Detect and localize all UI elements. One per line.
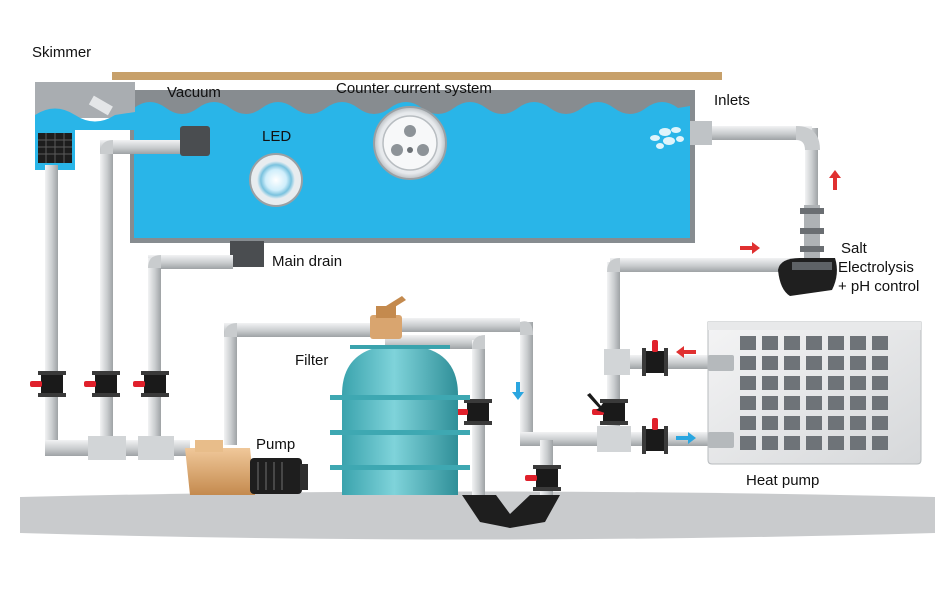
label-inlets: Inlets — [714, 92, 750, 109]
label-salt-line2: Electrolysis — [838, 259, 914, 276]
arrow-icon — [829, 170, 841, 190]
counter-current-unit — [373, 106, 447, 180]
label-vacuum: Vacuum — [167, 84, 221, 101]
label-salt-line1: Salt — [841, 240, 867, 257]
arrow-icon — [676, 346, 696, 358]
ball-valve-icon[interactable] — [456, 399, 492, 425]
label-salt-line3: + pH control — [838, 278, 920, 295]
drain-outlet — [462, 495, 560, 528]
arrow-icon — [676, 432, 696, 444]
sand-filter — [330, 296, 470, 495]
label-skimmer: Skimmer — [32, 44, 92, 61]
pipe-network — [45, 121, 820, 500]
inlet-bubbles — [650, 127, 684, 149]
label-pump: Pump — [256, 436, 296, 453]
arrow-icon — [740, 242, 760, 254]
ball-valve-icon[interactable] — [133, 371, 169, 397]
main-drain-fitting — [230, 241, 264, 267]
label-led: LED — [262, 128, 292, 145]
vacuum-port — [123, 140, 183, 154]
heat-pump-unit — [707, 321, 922, 465]
pool-deck — [112, 72, 722, 80]
arrow-icon — [587, 393, 608, 414]
ball-valve-icon[interactable] — [642, 418, 668, 454]
label-filter: Filter — [295, 352, 329, 369]
label-main-drain: Main drain — [272, 253, 343, 270]
ball-valve-icon[interactable] — [84, 371, 120, 397]
vacuum-fitting — [180, 126, 210, 156]
skimmer — [35, 82, 135, 170]
ball-valve-icon[interactable] — [525, 465, 561, 491]
salt-electrolysis-unit — [778, 205, 837, 296]
pool-pump — [185, 440, 308, 495]
ball-valve-icon[interactable] — [30, 371, 66, 397]
led-light — [249, 153, 303, 207]
ball-valve-icon[interactable] — [642, 340, 668, 376]
label-heat-pump: Heat pump — [746, 472, 820, 489]
label-counter-current-system: Counter current system — [336, 80, 492, 97]
arrow-icon — [512, 382, 524, 400]
